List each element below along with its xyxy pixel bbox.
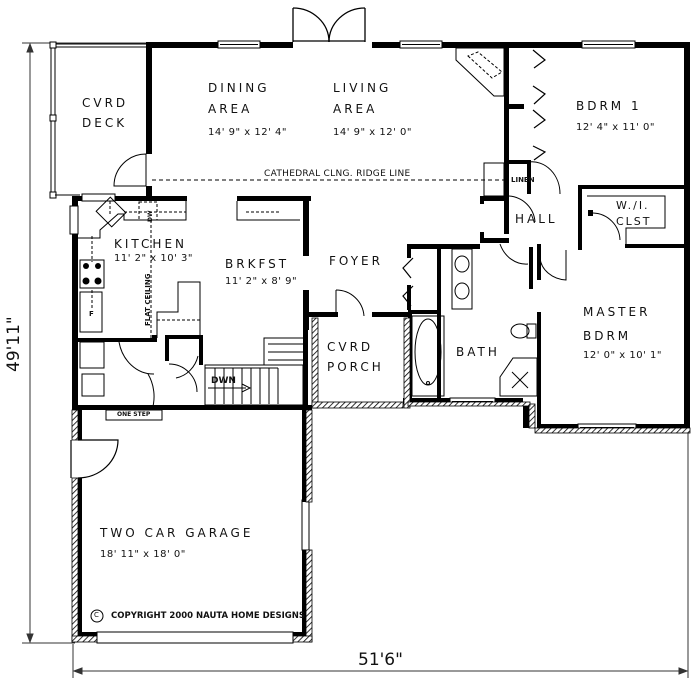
brkfst-size: 11' 2" x 8' 9" <box>225 276 298 287</box>
stairs <box>204 337 305 406</box>
copyright-circle <box>90 609 104 623</box>
hatched-walls <box>71 317 691 643</box>
kitchen-label: KITCHEN <box>114 237 187 251</box>
dishwasher-label: DW <box>147 210 154 222</box>
linen-label: LINEN <box>511 176 535 184</box>
stair-direction-label: DWN <box>211 376 236 386</box>
hall-label: HALL <box>515 212 558 226</box>
bath-label: BATH <box>456 345 500 359</box>
garage-door <box>96 631 294 644</box>
garage-walls <box>78 410 306 636</box>
closet-shelves <box>483 162 666 244</box>
living-area-size: 14' 9" x 12' 0" <box>333 127 413 138</box>
one-step-box <box>105 409 163 421</box>
ridge-line-label: CATHEDRAL CLNG. RIDGE LINE <box>264 169 411 179</box>
dimension-width-line <box>72 420 689 678</box>
fridge-label: F <box>89 310 94 318</box>
dimension-depth-line <box>22 42 150 644</box>
windows <box>69 40 637 551</box>
bifold-doors <box>402 49 547 307</box>
kitchen-counters <box>78 196 300 397</box>
deck-railing <box>49 41 148 199</box>
bdrm1-size: 12' 4" x 11' 0" <box>576 122 656 133</box>
bdrm1-label: BDRM 1 <box>576 99 642 113</box>
brkfst-label: BRKFST <box>225 257 290 271</box>
copyright-text: COPYRIGHT 2000 NAUTA HOME DESIGNS <box>111 611 305 621</box>
fireplace <box>455 47 505 97</box>
one-step-label: ONE STEP <box>117 411 151 418</box>
door-swings <box>113 153 621 411</box>
french-doors <box>292 7 366 43</box>
stove-burners <box>82 263 102 285</box>
garage-size: 18' 11" x 18' 0" <box>100 549 186 560</box>
copyright-symbol: C <box>94 611 99 619</box>
overall-depth-label: 49'11" <box>4 316 24 372</box>
dining-area-size: 14' 9" x 12' 4" <box>208 127 288 138</box>
foyer-label: FOYER <box>329 254 383 268</box>
flat-ceiling-label: FLAT CEILING <box>144 273 152 326</box>
master-bdrm-size: 12' 0" x 10' 1" <box>583 350 663 361</box>
garage-label: TWO CAR GARAGE <box>100 526 254 540</box>
bath-fixtures <box>411 248 538 397</box>
garage-side-door <box>70 439 119 479</box>
kitchen-size: 11' 2" x 10' 3" <box>114 253 194 264</box>
wi-closet-label: W./I.CLST <box>616 199 652 228</box>
overall-width-label: 51'6" <box>358 650 403 670</box>
